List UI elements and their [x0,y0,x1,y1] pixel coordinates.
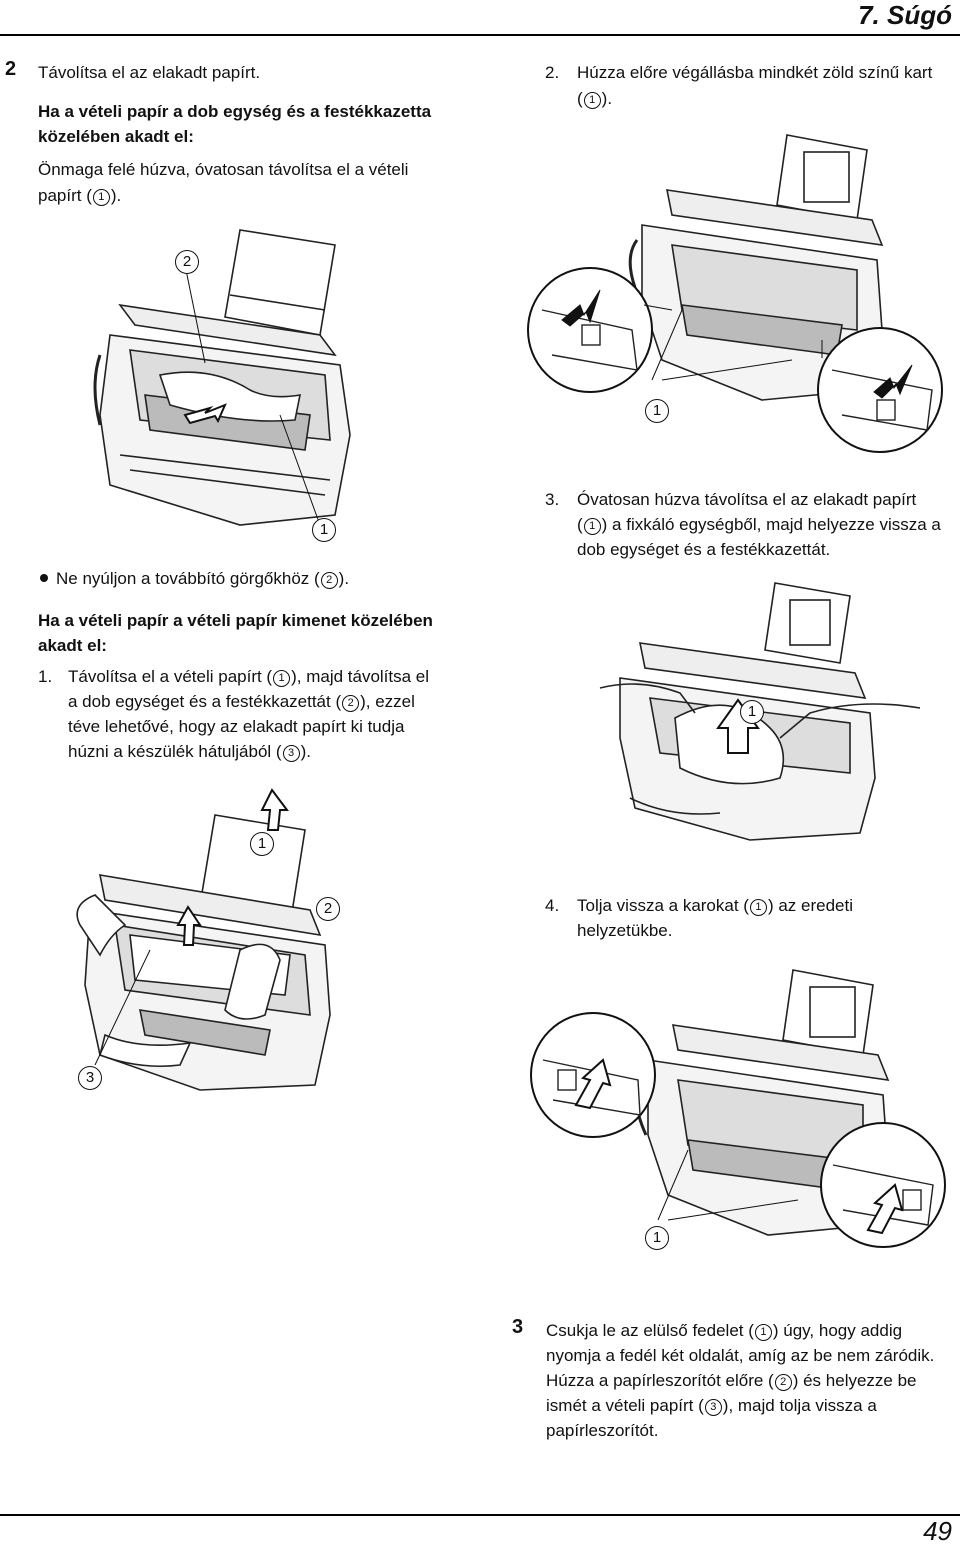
substep2-line2: (1). [577,86,612,111]
step-number: 3 [512,1316,524,1338]
text-fragment: ( [577,89,583,108]
callout-1: 1 [645,1226,669,1250]
text-fragment: ) a fixkáló egységből, majd helyezze vis… [601,515,941,534]
step3-line5: papírleszorítót. [546,1421,659,1440]
step3-line2: nyomja a fedél két oldalát, amíg az be n… [546,1346,935,1365]
substep4-line1: Tolja vissza a karokat (1) az eredeti [577,893,853,918]
text-fragment: ). [110,186,122,205]
step3-line4: ismét a vételi papírt (3), majd tolja vi… [546,1393,877,1418]
callout-2: 2 [316,897,340,921]
figure-green-levers [527,134,943,453]
text-fragment: ). [601,89,613,108]
text-fragment: Tolja vissza a karokat ( [577,896,749,915]
step-title: Távolítsa el az elakadt papírt. [38,63,261,82]
text-fragment: papírt ( [38,186,92,205]
page-number: 49 [923,1516,952,1546]
text-fragment: Távolítsa el a vételi papírt ( [68,667,273,686]
callout-2: 2 [175,250,199,274]
callout-1: 1 [250,832,274,856]
marker-2: 2 [342,695,360,712]
step3-line1: Csukja le az elülső fedelet (1) úgy, hog… [546,1318,902,1343]
substep3-line2: (1) a fixkáló egységből, majd helyezze v… [577,512,941,537]
callout-3: 3 [78,1066,102,1090]
step-number: 2 [5,58,17,80]
case1-body-line1: Önmaga felé húzva, óvatosan távolítsa el… [38,160,409,179]
marker-1: 1 [754,1324,772,1341]
bullet-dot [40,574,48,582]
marker-3: 3 [282,745,300,762]
text-fragment: ( [577,515,583,534]
text-fragment: ismét a vételi papírt ( [546,1396,704,1415]
text-fragment: Csukja le az elülső fedelet ( [546,1321,754,1340]
text-fragment: Ne nyúljon a továbbító görgőkhöz ( [56,569,320,588]
substep-number: 2. [545,63,560,82]
text-fragment: ) úgy, hogy addig [772,1321,903,1340]
text-fragment: húzni a készülék hátuljából ( [68,742,282,761]
substep1-line4: húzni a készülék hátuljából (3). [68,739,311,764]
substep-number: 3. [545,490,560,509]
case1-body-line2: papírt (1). [38,183,121,208]
substep-number: 1. [38,667,53,686]
figure-paper-removal [93,229,351,526]
footer-rule [0,1514,960,1516]
marker-2: 2 [320,572,338,589]
marker-1: 1 [273,670,291,687]
substep3-line1: Óvatosan húzva távolítsa el az elakadt p… [577,490,917,509]
text-fragment: ). [338,569,350,588]
marker-3: 3 [704,1399,722,1416]
text-fragment: ) az eredeti [767,896,853,915]
figure-levers-back [530,969,946,1248]
bullet-text: Ne nyúljon a továbbító görgőkhöz (2). [56,566,349,591]
case1-heading-line1: Ha a vételi papír a dob egység és a fest… [38,102,432,121]
text-fragment: a dob egységet és a festékkazettát ( [68,692,342,711]
marker-1: 1 [92,189,110,206]
case1-heading-line2: közelében akadt el: [38,127,194,146]
section-title: 7. Súgó [858,0,952,30]
step3-line3: Húzza a papírleszorítót előre (2) és hel… [546,1368,917,1393]
case2-heading-line2: akadt el: [38,636,107,655]
substep2-line1: Húzza előre végállásba mindkét zöld szín… [577,63,933,82]
marker-2: 2 [774,1374,792,1391]
text-fragment: Húzza a papírleszorítót előre ( [546,1371,774,1390]
substep4-line2: helyzetükbe. [577,921,673,940]
header-rule [0,34,960,36]
substep1-line1: Távolítsa el a vételi papírt (1), majd t… [68,664,429,689]
figure-drum-removal [76,788,331,1091]
marker-1: 1 [583,518,601,535]
callout-1: 1 [740,700,764,724]
substep1-line3: téve lehetővé, hogy az elakadt papírt ki… [68,717,405,736]
callout-1: 1 [312,518,336,542]
text-fragment: ), ezzel [360,692,415,711]
text-fragment: ). [300,742,311,761]
substep3-line3: dob egységet és a festékkazettát. [577,540,831,559]
callout-1: 1 [645,399,669,423]
marker-1: 1 [583,92,601,109]
text-fragment: ) és helyezze be [792,1371,917,1390]
substep1-line2: a dob egységet és a festékkazettát (2), … [68,689,415,714]
text-fragment: ), majd tolja vissza a [722,1396,877,1415]
marker-1: 1 [749,899,767,916]
substep-number: 4. [545,896,560,915]
figure-fuser-paper [599,582,921,841]
case2-heading-line1: Ha a vételi papír a vételi papír kimenet… [38,611,433,630]
text-fragment: ), majd távolítsa el [291,667,430,686]
